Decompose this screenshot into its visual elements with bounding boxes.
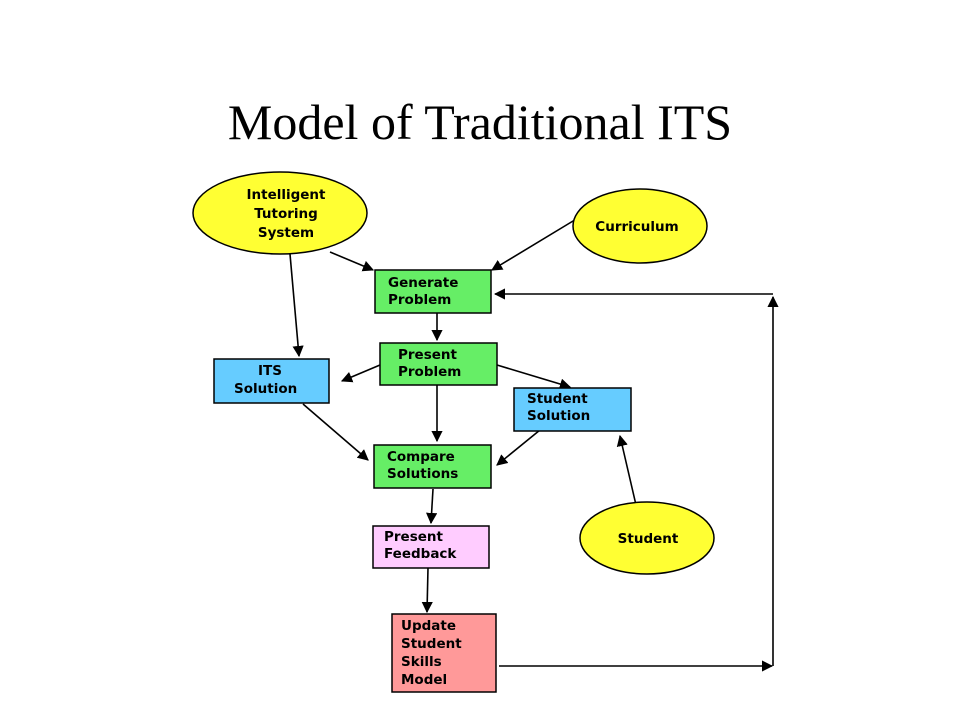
edge-its-solution-to-compare: [302, 403, 369, 461]
compare-label-line-1: Compare: [387, 449, 455, 465]
its-solution-label-line-1: ITS: [258, 363, 282, 379]
node-curriculum-ellipse: Curriculum: [572, 188, 708, 264]
student-solution-label-line-2: Solution: [527, 408, 590, 424]
student-label: Student: [618, 531, 679, 547]
node-student-solution: Student Solution: [513, 387, 632, 432]
present-problem-label-line-1: Present: [398, 347, 458, 363]
edge-its-to-generate: [329, 251, 375, 272]
edge-student-solution-to-compare: [496, 429, 541, 466]
feedback-label-line-1: Present: [384, 529, 444, 545]
update-label-line-2: Student: [401, 636, 462, 652]
generate-label-line-2: Problem: [388, 292, 451, 308]
its-solution-label-line-2: Solution: [234, 381, 297, 397]
node-update-student-skills-model: Update Student Skills Model: [391, 613, 497, 693]
generate-label-line-1: Generate: [388, 275, 458, 291]
node-generate-problem: Generate Problem: [374, 269, 492, 314]
edge-present-to-student-solution: [496, 364, 572, 390]
edge-its-to-its-solution: [289, 253, 304, 358]
edge-student-to-student-solution: [616, 434, 637, 506]
node-student-ellipse: Student: [579, 501, 715, 575]
update-label-line-1: Update: [401, 618, 456, 634]
node-present-feedback: Present Feedback: [372, 525, 490, 569]
feedback-label-line-2: Feedback: [384, 546, 457, 562]
edge-compare-to-feedback: [426, 488, 438, 525]
node-its-solution: ITS Solution: [213, 358, 330, 404]
node-present-problem: Present Problem: [379, 342, 498, 386]
edge-curriculum-to-generate: [491, 217, 579, 271]
node-its-ellipse: Intelligent Tutoring System: [192, 171, 368, 255]
update-label-line-3: Skills: [401, 654, 442, 670]
node-compare-solutions: Compare Solutions: [373, 444, 492, 489]
update-label-line-4: Model: [401, 672, 447, 688]
its-label-line-1: Intelligent: [246, 187, 326, 203]
compare-label-line-2: Solutions: [387, 466, 458, 482]
curriculum-label: Curriculum: [595, 219, 678, 235]
its-label-line-2: Tutoring: [254, 206, 318, 222]
slide-title: Model of Traditional ITS: [227, 94, 733, 150]
edge-feedback-to-update: [421, 567, 433, 614]
edge-present-to-its-solution: [340, 364, 381, 383]
its-label-line-3: System: [258, 225, 314, 241]
student-solution-label-line-1: Student: [527, 391, 588, 407]
present-problem-label-line-2: Problem: [398, 364, 461, 380]
edges: [289, 217, 779, 672]
